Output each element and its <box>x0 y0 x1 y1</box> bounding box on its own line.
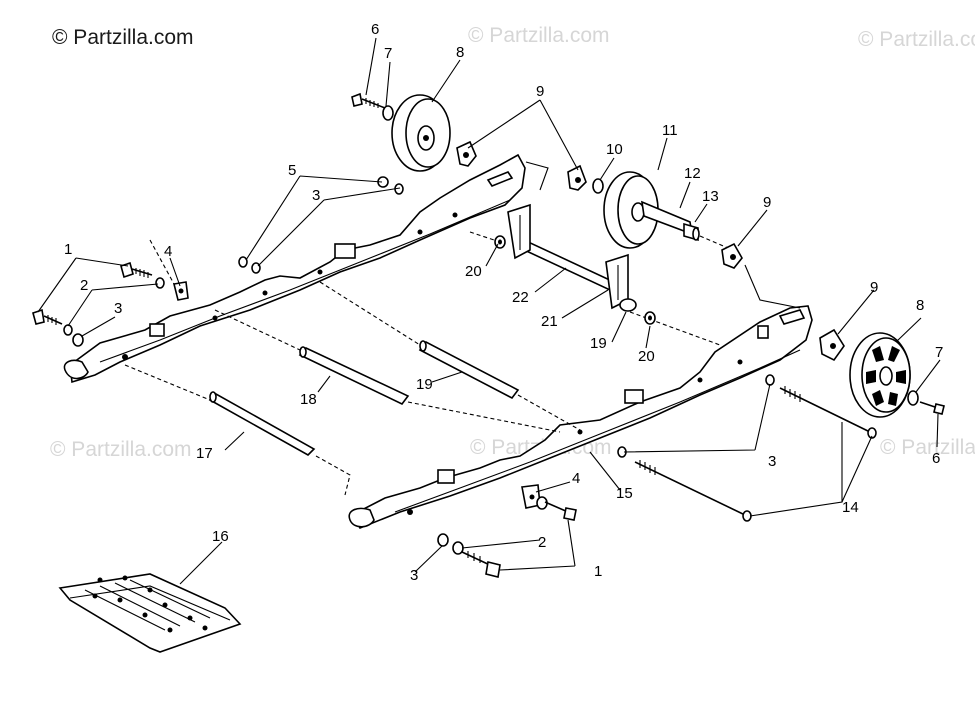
callout-3: 3 <box>410 567 418 584</box>
callout-18: 18 <box>300 391 317 408</box>
rod-14-lower[interactable] <box>634 460 752 522</box>
callout-2: 2 <box>80 277 88 294</box>
callout-3: 3 <box>114 300 122 317</box>
right-rail[interactable] <box>348 305 813 529</box>
partzilla-watermark: © Partzilla.com <box>52 26 194 49</box>
callout-9: 9 <box>763 194 771 211</box>
axle-end-13[interactable] <box>683 222 700 242</box>
bolt-6-right[interactable] <box>919 401 945 415</box>
callout-10: 10 <box>606 141 623 158</box>
callout-12: 12 <box>684 165 701 182</box>
callout-labels: 6 7 8 9 10 11 12 13 9 5 3 1 4 2 3 20 22 … <box>64 21 943 584</box>
callout-3: 3 <box>768 453 776 470</box>
callout-19: 19 <box>416 376 433 393</box>
washer-3-lower[interactable] <box>72 333 84 347</box>
callout-4: 4 <box>572 470 580 487</box>
callout-15: 15 <box>616 485 633 502</box>
rod-14-upper[interactable] <box>779 386 877 439</box>
callout-2: 2 <box>538 534 546 551</box>
block-9-a[interactable] <box>456 140 477 167</box>
callout-22: 22 <box>512 289 529 306</box>
block-9-c[interactable] <box>721 242 743 269</box>
callout-21: 21 <box>541 313 558 330</box>
bolt-1-upper[interactable] <box>120 261 153 279</box>
washer-3-bottom[interactable] <box>437 533 449 547</box>
leader-lines <box>37 37 941 585</box>
callout-3: 3 <box>312 187 320 204</box>
callout-9: 9 <box>870 279 878 296</box>
partzilla-watermark-faint: © Partzilla.com <box>468 24 610 47</box>
cross-shaft-17[interactable] <box>208 391 316 456</box>
bracket-21-left[interactable] <box>507 203 531 260</box>
nut-3-rod-upper[interactable] <box>765 374 775 386</box>
partzilla-watermark-faint: © Partzilla.com <box>880 436 975 459</box>
callout-14: 14 <box>842 499 859 516</box>
callout-20: 20 <box>465 263 482 280</box>
callout-4: 4 <box>164 243 172 260</box>
callout-1: 1 <box>64 241 72 258</box>
idler-wheel-8-top[interactable] <box>391 94 451 172</box>
slide-16[interactable] <box>58 573 242 653</box>
callout-19: 19 <box>590 335 607 352</box>
washer-2-bottom[interactable] <box>452 541 464 555</box>
washer-10[interactable] <box>592 178 604 194</box>
partzilla-watermark-faint: © Partzilla.com <box>50 438 192 461</box>
shaft-22[interactable] <box>518 238 616 292</box>
bolt-1-lower[interactable] <box>32 308 63 325</box>
callout-8: 8 <box>456 44 464 61</box>
bracket-21-right[interactable] <box>605 253 637 312</box>
bolt-1-bottom[interactable] <box>461 551 501 578</box>
callout-9: 9 <box>536 83 544 100</box>
washer-2-lower[interactable] <box>63 324 73 336</box>
idler-wheel-11[interactable] <box>603 171 659 249</box>
callout-5: 5 <box>288 162 296 179</box>
idler-wheel-8-right[interactable] <box>849 332 911 418</box>
callout-8: 8 <box>916 297 924 314</box>
callout-1: 1 <box>594 563 602 580</box>
washer-20-right[interactable] <box>644 311 656 325</box>
callout-17: 17 <box>196 445 213 462</box>
cross-shaft-18[interactable] <box>298 346 410 406</box>
callout-6: 6 <box>932 450 940 467</box>
washer-7-right[interactable] <box>907 390 919 406</box>
callout-6: 6 <box>371 21 379 38</box>
nut-5-lower[interactable] <box>238 256 248 268</box>
callout-16: 16 <box>212 528 229 545</box>
plate-4-left[interactable] <box>173 281 189 301</box>
callout-13: 13 <box>702 188 719 205</box>
callout-7: 7 <box>935 344 943 361</box>
block-9-b[interactable] <box>567 164 587 191</box>
cross-shaft-19[interactable] <box>418 340 520 400</box>
callout-7: 7 <box>384 45 392 62</box>
washer-7-top[interactable] <box>382 105 394 121</box>
partzilla-watermark-faint: © Partzilla.com <box>858 28 975 51</box>
bolt-6-top[interactable] <box>351 92 386 109</box>
callout-20: 20 <box>638 348 655 365</box>
washer-2-upper[interactable] <box>155 277 165 289</box>
bolt-1-right-upper[interactable] <box>544 501 577 521</box>
block-9-d[interactable] <box>819 328 845 362</box>
callout-11: 11 <box>662 122 678 139</box>
left-rail[interactable] <box>63 153 526 384</box>
